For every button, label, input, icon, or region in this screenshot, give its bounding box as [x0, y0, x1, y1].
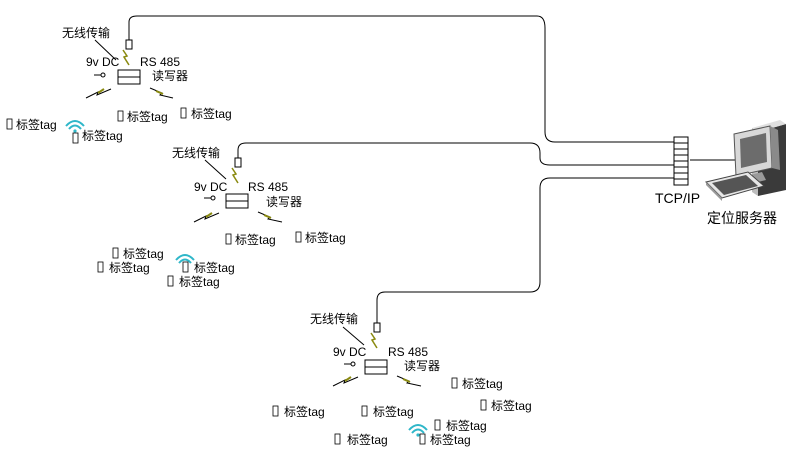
tag-label: 标签tag — [373, 404, 414, 419]
cable-reader-2 — [237, 142, 674, 166]
server-label: 定位服务器 — [707, 210, 777, 226]
tag-icon — [272, 405, 279, 417]
tag-item: 标签tag — [480, 398, 532, 413]
tag-icon — [225, 233, 232, 245]
tag-icon — [419, 433, 426, 445]
antenna-3 — [373, 322, 381, 333]
tag-icon — [451, 377, 458, 389]
lightning-icon — [231, 167, 239, 184]
tag-icon — [480, 399, 487, 411]
tcpip-label: TCP/IP — [655, 190, 700, 206]
signal-bolt — [193, 212, 220, 223]
tag-label: 标签tag — [16, 117, 57, 132]
tag-label: 标签tag — [430, 432, 471, 447]
lightning-icon — [122, 49, 130, 66]
signal-bolt-accent — [97, 88, 105, 94]
power-plug-icon — [204, 195, 216, 201]
tag-item: 标签tag — [451, 376, 503, 391]
tag-label: 标签tag — [284, 404, 325, 419]
reader-label-3: 读写器 — [404, 359, 440, 373]
wireless-label-2: 无线传输 — [172, 145, 220, 160]
tag-label: 标签tag — [235, 232, 276, 247]
tag-icon — [72, 132, 79, 144]
tag-label: 标签tag — [127, 109, 168, 124]
reader-label-1: 读写器 — [152, 69, 188, 83]
tag-label: 标签tag — [109, 260, 150, 275]
tag-item: 标签tag — [117, 109, 168, 124]
rs485-label-3: RS 485 — [388, 345, 428, 359]
tag-item: 标签tag — [6, 117, 57, 132]
dc-label-1: 9v DC — [86, 55, 120, 69]
wireless-label-3: 无线传输 — [310, 311, 358, 326]
tag-item: 标签tag — [180, 106, 232, 121]
tag-icon — [6, 118, 13, 130]
tag-label: 标签tag — [123, 246, 164, 261]
tag-item: 标签tag — [334, 432, 388, 447]
power-plug-icon — [94, 72, 106, 78]
signal-bolt-accent — [402, 378, 411, 383]
tag-item: 标签tag — [295, 230, 346, 245]
antenna-2 — [234, 157, 242, 168]
server-computer-icon — [705, 120, 786, 201]
tag-item: 标签tag — [434, 418, 487, 433]
tag-item: 标签tag — [225, 232, 276, 247]
tag-icon — [334, 433, 341, 445]
cable-reader-3 — [376, 177, 674, 323]
tag-item: 标签tag — [419, 432, 471, 447]
tag-label: 标签tag — [82, 128, 123, 143]
dc-label-3: 9v DC — [333, 345, 367, 359]
tag-label: 标签tag — [194, 260, 235, 275]
rs485-label-1: RS 485 — [140, 55, 180, 69]
tag-item: 标签tag — [167, 274, 220, 289]
power-plug-icon — [344, 361, 356, 367]
tag-label: 标签tag — [446, 418, 487, 433]
tag-icon — [167, 275, 174, 287]
tag-label: 标签tag — [305, 230, 346, 245]
wifi-signal-icon — [65, 120, 85, 133]
tag-icon — [180, 107, 187, 119]
lightning-icon — [370, 332, 378, 349]
tag-label: 标签tag — [347, 432, 388, 447]
tag-item: 标签tag — [97, 260, 150, 275]
tag-icon — [295, 231, 302, 243]
cable-reader-1 — [128, 15, 674, 143]
signal-bolt-accent — [155, 90, 164, 95]
tag-label: 标签tag — [462, 376, 503, 391]
signal-bolt — [332, 376, 359, 387]
pointer-line — [94, 39, 117, 61]
signal-bolt-accent — [263, 214, 272, 219]
pointer-line — [204, 159, 227, 180]
dc-label-2: 9v DC — [194, 180, 228, 194]
wireless-label-1: 无线传输 — [62, 25, 110, 40]
signal-bolt-accent — [205, 212, 213, 218]
tag-icon — [434, 419, 441, 431]
reader-device-1 — [117, 69, 141, 85]
tag-label: 标签tag — [491, 398, 532, 413]
signal-bolt — [85, 88, 112, 99]
tag-label: 标签tag — [179, 274, 220, 289]
tag-icon — [117, 110, 124, 122]
tag-icon — [182, 261, 189, 273]
rs485-label-2: RS 485 — [248, 180, 288, 194]
tag-item: 标签tag — [182, 260, 235, 275]
tag-item: 标签tag — [112, 246, 164, 261]
tag-item: 标签tag — [72, 128, 123, 144]
tag-item: 标签tag — [272, 404, 325, 419]
network-switch — [673, 136, 689, 186]
tag-icon — [361, 405, 368, 417]
tag-icon — [112, 247, 119, 259]
signal-bolt-accent — [344, 376, 352, 382]
tag-icon — [97, 261, 104, 273]
tag-label: 标签tag — [191, 106, 232, 121]
reader-label-2: 读写器 — [266, 195, 302, 209]
reader-device-3 — [364, 359, 388, 375]
wifi-signal-icon — [408, 424, 428, 437]
tag-item: 标签tag — [361, 404, 414, 419]
antenna-1 — [125, 39, 133, 50]
pointer-line — [342, 326, 365, 346]
reader-device-2 — [225, 193, 249, 209]
